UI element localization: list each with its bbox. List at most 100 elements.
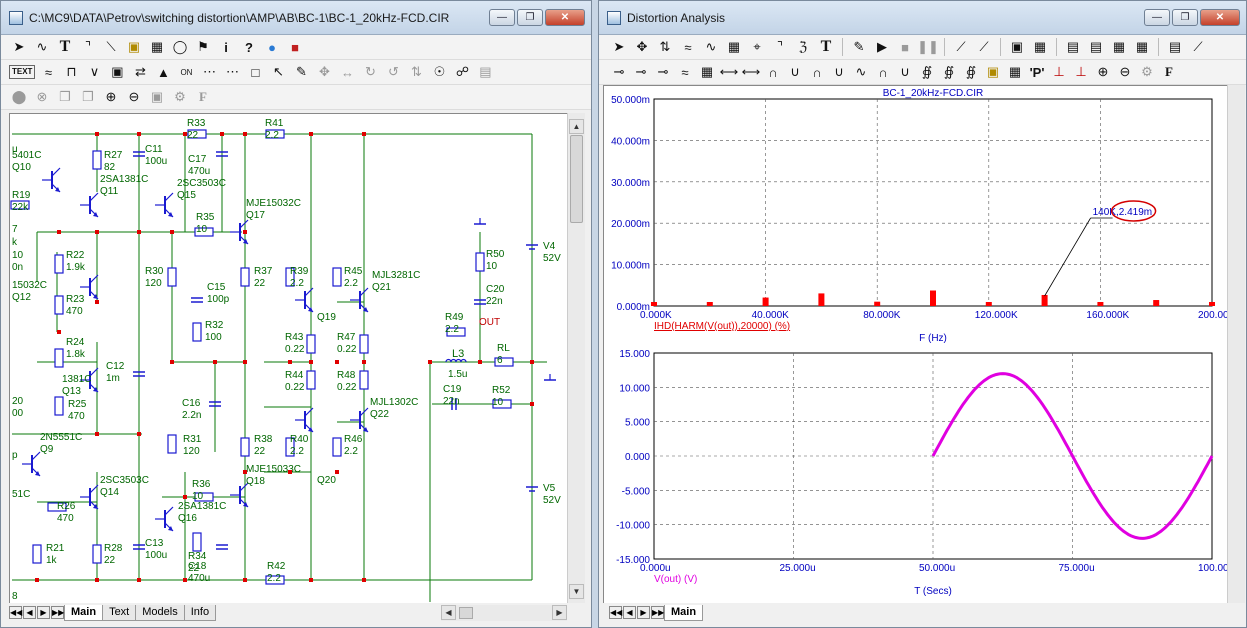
line-points-icon[interactable]: ⟋	[979, 39, 989, 54]
schematic-vertical-scrollbar[interactable]: ▲ ▼	[567, 113, 585, 603]
text-tool-icon[interactable]: T	[59, 38, 71, 55]
grid-style-icon[interactable]: ▦	[727, 39, 741, 54]
split-icon[interactable]: ▤	[1168, 39, 1182, 54]
copy-icon[interactable]: ❐	[59, 89, 71, 104]
first-page-button[interactable]: ◀◀	[9, 606, 23, 619]
pointer-icon[interactable]: ↖	[273, 64, 284, 79]
next-data-icon[interactable]: ⟷	[719, 64, 739, 79]
select-arrow-icon[interactable]: ➤	[613, 39, 625, 54]
schematic-horizontal-scrollbar[interactable]: ◀ ▶	[441, 605, 567, 621]
high-icon[interactable]: ∩	[812, 64, 822, 80]
scale-icon[interactable]: ⇅	[659, 39, 671, 54]
node-label-icon[interactable]: ≈	[44, 64, 53, 80]
flag-icon[interactable]: ⚑	[197, 39, 209, 54]
cursor-mode-icon[interactable]: ⌝	[776, 39, 784, 54]
global-low-icon[interactable]: ∪	[900, 64, 910, 79]
pause-icon[interactable]: ❚❚	[917, 39, 939, 54]
pin-icon[interactable]: ⊓	[66, 64, 77, 79]
slope-icon[interactable]: ∯	[965, 64, 977, 79]
prev-page-button[interactable]: ◀	[23, 606, 36, 619]
cursor-wave-icon[interactable]: ≈	[681, 64, 689, 80]
last-page-button[interactable]: ▶▶	[651, 606, 665, 619]
analysis-titlebar[interactable]: Distortion Analysis — ❐ ✕	[599, 1, 1246, 35]
component-icon[interactable]: ▣	[127, 39, 141, 54]
top-icon[interactable]: ∯	[921, 64, 933, 79]
run-icon[interactable]: ▶	[877, 39, 887, 54]
ruler-icon[interactable]: ⌖	[753, 39, 761, 54]
next-page-button[interactable]: ▶	[37, 606, 50, 619]
next-page-button[interactable]: ▶	[637, 606, 650, 619]
frame-icon[interactable]: ▣	[1010, 39, 1024, 54]
cursor-left-icon[interactable]: ⊸	[613, 64, 625, 79]
scroll-down-button[interactable]: ▼	[569, 584, 584, 599]
tab-info[interactable]: Info	[183, 604, 217, 621]
table-icon[interactable]: ▦	[1112, 39, 1126, 54]
last-page-button[interactable]: ▶▶	[51, 606, 65, 619]
grid-icon[interactable]: ▦	[1033, 39, 1047, 54]
select-arrow-icon[interactable]: ➤	[13, 39, 25, 54]
plot-horizontal-scrollbar[interactable]	[809, 605, 1227, 621]
font-icon[interactable]: F	[1165, 64, 1173, 79]
close-button[interactable]: ✕	[545, 9, 585, 26]
globe-icon[interactable]: ●	[268, 39, 276, 55]
zoom-in-icon[interactable]: ⊕	[1097, 64, 1109, 79]
low-icon[interactable]: ∪	[834, 64, 844, 79]
valley-icon[interactable]: ∪	[790, 64, 800, 79]
gear-icon[interactable]: ⚙	[1141, 64, 1153, 79]
help-icon[interactable]: ?	[245, 39, 253, 55]
move-icon[interactable]: ✥	[319, 64, 330, 79]
wire-wave-icon[interactable]: ∿	[36, 39, 48, 54]
comment-icon[interactable]: ▤	[479, 64, 492, 79]
schematic-titlebar[interactable]: C:\MC9\DATA\Petrov\switching distortion\…	[1, 1, 591, 35]
part-icon[interactable]: ▣	[111, 64, 124, 79]
fourier-icon[interactable]: ℨ	[798, 39, 807, 54]
minimize-button[interactable]: —	[1144, 9, 1170, 26]
zoom-out-icon[interactable]: ⊖	[1119, 64, 1131, 79]
trace-icon[interactable]: ⟋	[1193, 39, 1203, 54]
camera-icon[interactable]: ▣	[150, 89, 164, 104]
font-icon[interactable]: F	[199, 89, 207, 104]
vertical-grid-icon[interactable]: ▤	[1066, 39, 1080, 54]
rect-icon[interactable]: □	[251, 64, 260, 80]
table-2-icon[interactable]: ▦	[1135, 39, 1149, 54]
scroll-right-button[interactable]: ▶	[552, 605, 567, 620]
restore-button[interactable]: ❐	[1172, 9, 1198, 26]
p-key-icon[interactable]: 'P'	[1029, 64, 1045, 80]
tab-main[interactable]: Main	[664, 604, 704, 621]
text-button[interactable]: TEXT	[9, 65, 36, 79]
chart-icon[interactable]: ▦	[700, 64, 714, 79]
plot-vertical-scrollbar[interactable]	[1227, 85, 1245, 603]
arrows-icon[interactable]: ⇄	[135, 64, 146, 79]
scroll-up-button[interactable]: ▲	[569, 119, 584, 134]
hscroll-thumb[interactable]	[459, 607, 473, 619]
text-tool-icon[interactable]: T	[820, 38, 832, 55]
minimize-button[interactable]: —	[489, 9, 515, 26]
tab-models[interactable]: Models	[135, 604, 185, 621]
stop-icon[interactable]: ⬤	[11, 89, 27, 104]
first-page-button[interactable]: ◀◀	[609, 606, 623, 619]
mirror-icon[interactable]: ⇅	[411, 64, 422, 79]
stop-icon[interactable]: ■	[901, 39, 909, 55]
scroll-thumb[interactable]	[570, 135, 583, 223]
shapes-icon[interactable]: ◯	[172, 39, 188, 54]
attribute-icon[interactable]: ∨	[89, 64, 100, 79]
horizontal-grid-icon[interactable]: ▤	[1089, 39, 1103, 54]
table-view-icon[interactable]: ▦	[1008, 64, 1022, 79]
pan-icon[interactable]: ✥	[636, 39, 648, 54]
data-points-icon[interactable]: ≈	[684, 39, 692, 55]
flip-icon[interactable]: ↺	[388, 64, 399, 79]
label-x-icon[interactable]: ⊥	[1053, 64, 1065, 79]
bottom-icon[interactable]: ∯	[943, 64, 955, 79]
line-icon[interactable]: ⟋	[956, 39, 966, 54]
scroll-left-button[interactable]: ◀	[441, 605, 456, 620]
cursor-peak-icon[interactable]: ⊸	[657, 64, 669, 79]
properties-icon[interactable]: ✎	[296, 64, 307, 79]
global-high-icon[interactable]: ∩	[878, 64, 888, 80]
cancel-icon[interactable]: ⊗	[36, 89, 48, 104]
diagonal-wire-icon[interactable]: ⟍	[106, 39, 116, 54]
record-icon[interactable]: ■	[291, 39, 299, 55]
label-y-icon[interactable]: ⊥	[1075, 64, 1087, 79]
dotted-line-icon[interactable]: ⋯	[202, 64, 216, 79]
